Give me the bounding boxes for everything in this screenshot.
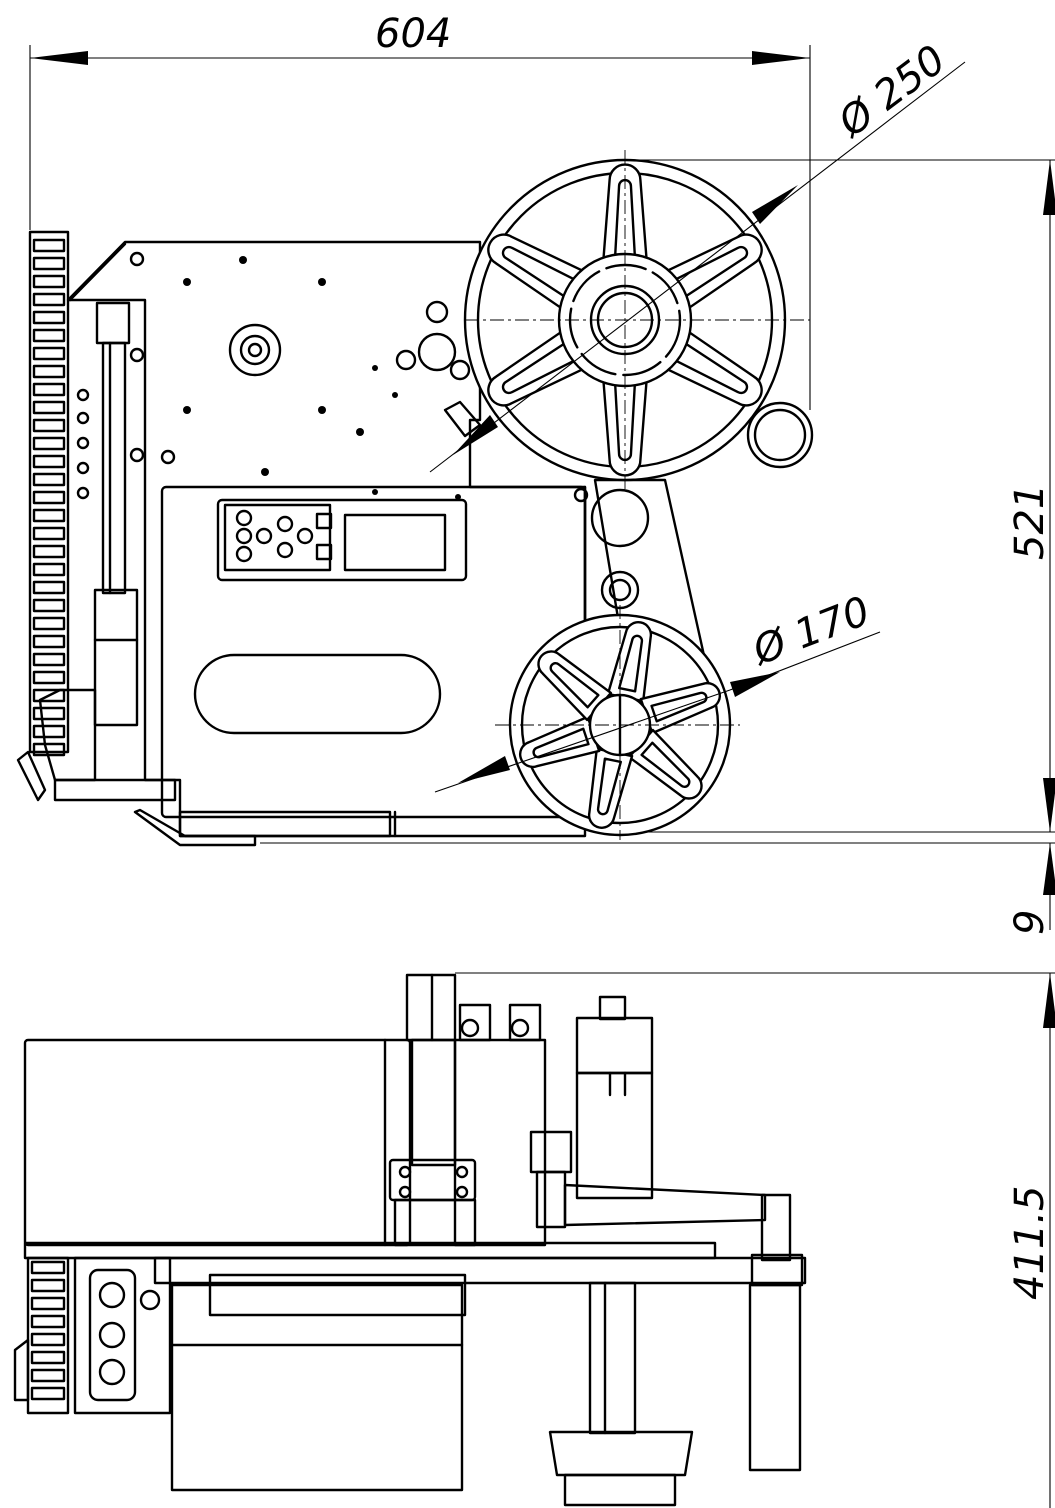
dim-411-5-label: 411.5	[1007, 1185, 1053, 1300]
dim-604-label: 604	[375, 11, 451, 57]
control-buttons	[235, 509, 333, 563]
dimension-9: 9	[260, 831, 1055, 935]
side-view: Ø 250 Ø 170	[16, 37, 966, 847]
plate-screws	[76, 251, 589, 503]
dim-170-label: Ø 170	[745, 588, 876, 675]
upright-teeth	[32, 238, 66, 757]
dimension-604: 604	[29, 11, 811, 410]
dim-9-label: 9	[1007, 910, 1053, 935]
dim-250-label: Ø 250	[829, 37, 955, 147]
dimension-521: 521	[625, 159, 1055, 832]
plan-view	[13, 973, 807, 1507]
dimension-411-5: 411.5	[455, 972, 1055, 1508]
small-reel-wheel	[495, 605, 740, 840]
dim-521-label: 521	[1007, 484, 1053, 560]
large-reel-wheel	[463, 150, 810, 490]
